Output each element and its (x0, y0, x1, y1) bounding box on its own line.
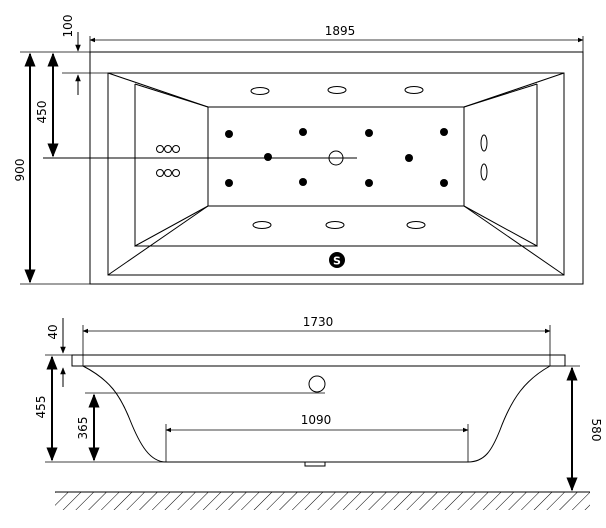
dim-rim-thickness: 40 (46, 324, 60, 339)
plan-basin-outer (107, 72, 565, 276)
jet-oval (250, 87, 270, 95)
overflow-mark: S (333, 255, 341, 268)
plan-view: S 1895 100 450 900 (13, 15, 584, 285)
jet-oval (404, 86, 424, 94)
side-rim (71, 354, 566, 367)
dim-total-height: 580 (589, 419, 603, 442)
air-nozzles (225, 128, 448, 187)
dim-top-length: 1730 (303, 315, 334, 329)
top-jets (250, 86, 424, 95)
jet-oval (480, 163, 488, 181)
ground-hatch (55, 492, 590, 510)
right-jets (480, 134, 488, 181)
jet-oval (406, 221, 426, 229)
dim-floor-length: 1090 (301, 413, 332, 427)
jet-oval (327, 86, 347, 94)
dim-rim: 100 (61, 15, 75, 38)
plan-basin-floor (207, 106, 465, 207)
dim-basin-depth: 455 (34, 396, 48, 419)
dim-width: 1895 (325, 24, 356, 38)
side-view: 1730 1090 40 455 365 580 (34, 315, 603, 510)
jet-oval (252, 221, 272, 229)
jet-oval (480, 134, 488, 152)
dim-overflow-height: 365 (76, 417, 90, 440)
bottom-jets (252, 221, 426, 229)
plan-outer-rim (89, 51, 584, 285)
overflow-icon (329, 252, 345, 268)
dim-center: 450 (35, 101, 49, 124)
left-jets (156, 145, 180, 177)
jet-oval (325, 221, 345, 229)
dim-height: 900 (13, 159, 27, 182)
overflow-side (308, 375, 326, 393)
